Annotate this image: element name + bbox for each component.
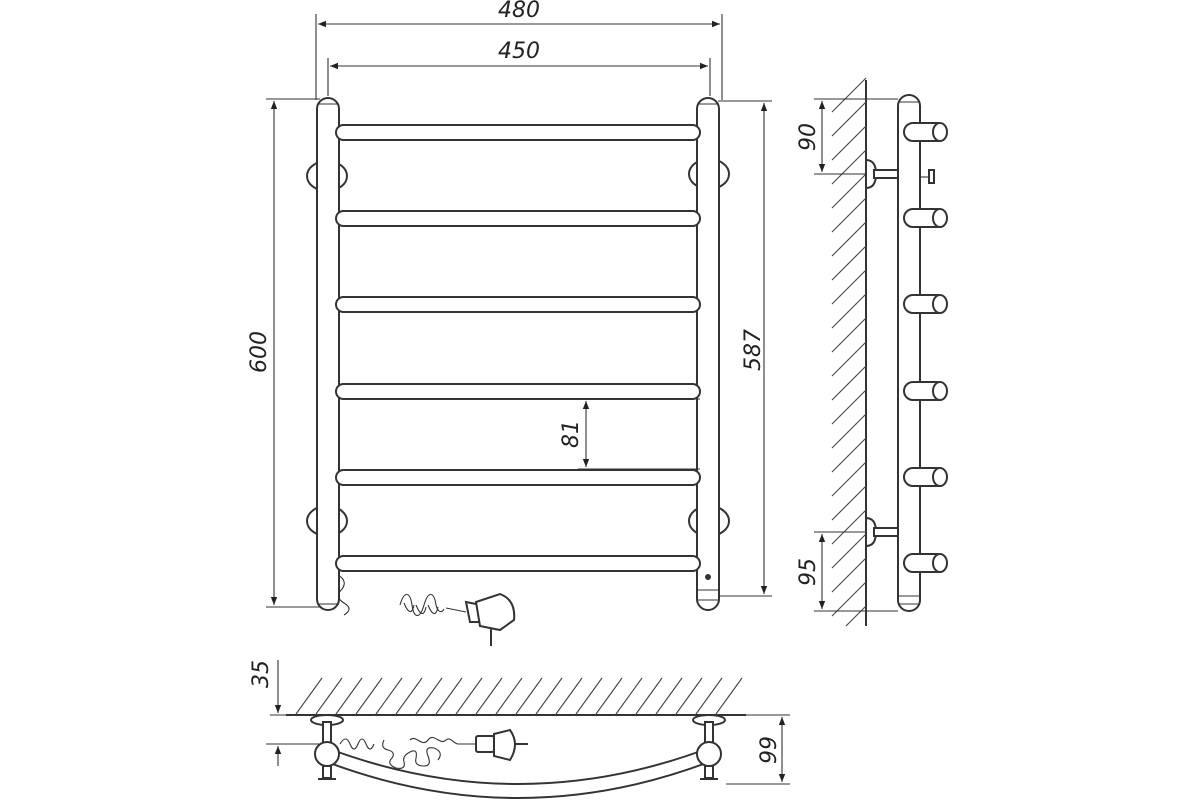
rung — [335, 296, 701, 313]
rung — [335, 124, 701, 141]
power-plug-icon — [445, 592, 516, 646]
dim-overall-width-label: 480 — [498, 0, 540, 23]
left-post — [316, 97, 340, 611]
dim-top-bracket-label: 90 — [796, 123, 821, 151]
rung — [335, 469, 701, 486]
rung — [335, 210, 701, 227]
dim-bottom-bracket-label: 95 — [796, 558, 821, 586]
top-wall-hatch — [286, 677, 746, 716]
cord-stub — [337, 574, 350, 616]
wall-hatch — [831, 77, 867, 627]
side-view: 90 95 — [796, 77, 948, 627]
coiled-cord-icon — [399, 593, 445, 617]
top-brackets — [310, 714, 726, 747]
right-post — [696, 97, 720, 611]
dim-rung-spacing: 81 — [559, 398, 700, 470]
dim-mount-width-label: 450 — [498, 39, 540, 64]
top-plug-icon — [458, 728, 528, 762]
dim-depth-label: 99 — [757, 736, 782, 764]
dim-bottom-bracket: 95 — [796, 531, 898, 612]
dim-overall-width: 480 — [315, 0, 723, 100]
dim-mount-height-label: 587 — [741, 329, 766, 371]
side-brackets — [865, 158, 903, 548]
curved-rung — [326, 746, 710, 799]
dim-wall-gap: 35 — [249, 660, 320, 766]
rungs — [335, 124, 701, 572]
top-post-ends — [314, 741, 722, 780]
rung-ends — [903, 122, 948, 573]
dim-rung-spacing-label: 81 — [559, 420, 584, 448]
dim-wall-gap-label: 35 — [249, 660, 274, 688]
front-view: 480 450 600 587 — [247, 0, 772, 646]
rung — [335, 383, 701, 400]
dim-top-bracket: 90 — [796, 98, 898, 175]
dim-mount-height: 587 — [718, 100, 772, 597]
top-coiled-cord-icon — [339, 736, 459, 769]
power-indicator — [705, 574, 711, 580]
dim-depth: 99 — [726, 714, 790, 785]
dim-mount-width: 450 — [327, 39, 711, 96]
side-post — [897, 94, 921, 612]
rung — [335, 555, 701, 572]
dim-overall-height: 600 — [247, 98, 320, 608]
top-view: 35 99 — [249, 660, 790, 799]
side-screw — [920, 169, 935, 184]
dim-overall-height-label: 600 — [247, 331, 272, 373]
